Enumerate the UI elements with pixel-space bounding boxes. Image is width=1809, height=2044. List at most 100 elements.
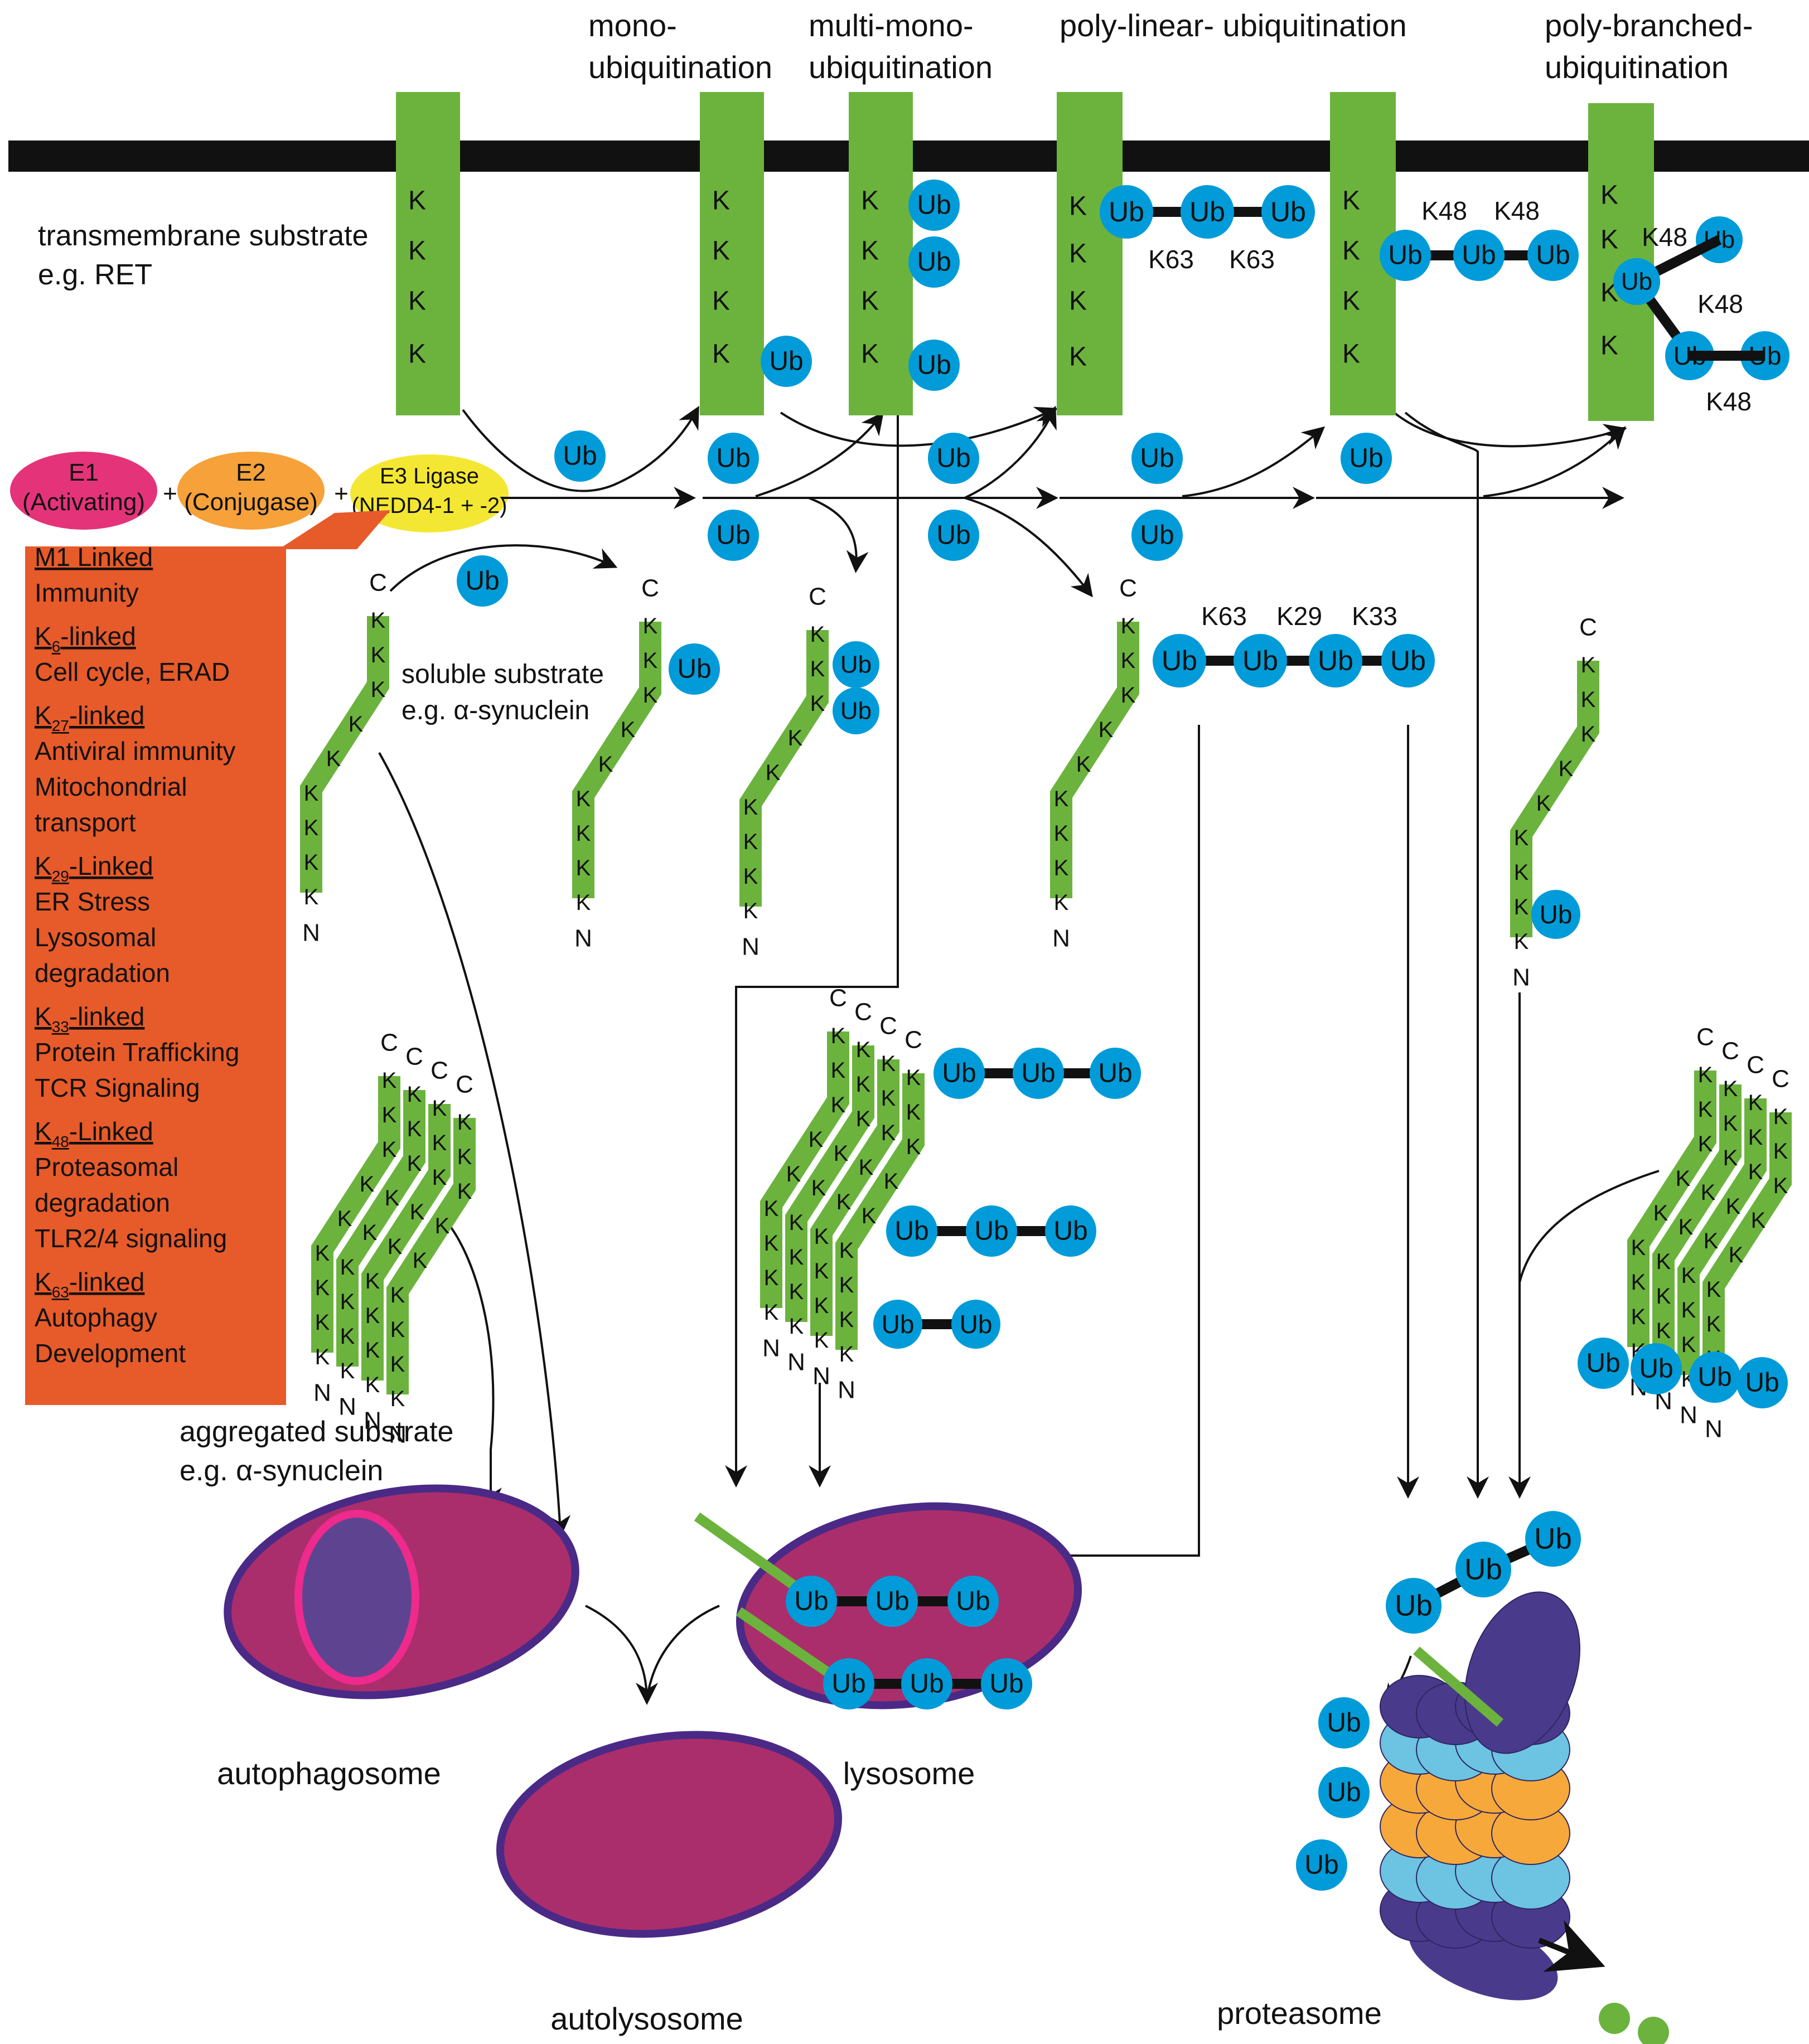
aggregated-substrate [361, 1104, 451, 1381]
lysine-label: K [1681, 1333, 1696, 1357]
e2-label-2: (Conjugase) [184, 488, 318, 516]
lysine-label: K [1656, 1284, 1671, 1309]
arrow-to-mono [462, 405, 699, 492]
soluble-substrate [739, 630, 829, 907]
substrate-strand [785, 1045, 874, 1322]
ubiquitin-icon [908, 340, 960, 391]
ubiquitin-label: Ub [465, 566, 499, 596]
lysine-label: K [382, 1137, 397, 1162]
lysine-label: K [1698, 1132, 1713, 1156]
n-terminus-label: N [302, 919, 320, 947]
ubiquitin-label: Ub [1697, 1363, 1731, 1392]
c-terminus-label: C [380, 1029, 398, 1057]
ubiquitin-label: Ub [1639, 1354, 1673, 1384]
lysine-label: K [432, 1096, 447, 1121]
header-mono-line1: mono- [588, 8, 677, 43]
ubiquitin-icon [833, 687, 879, 734]
lysine-label: K [371, 677, 386, 702]
soluble-substrate [572, 622, 661, 898]
transmembrane-substrate [396, 92, 460, 415]
ubiquitin-icon [833, 641, 879, 688]
c-terminus-label: C [904, 1026, 922, 1054]
legend-line: Proteasomal [35, 1152, 178, 1181]
lysine-label: K [881, 1052, 896, 1076]
arrow-soluble-to-autophagosome [378, 752, 571, 1538]
c-terminus-label: C [879, 1013, 897, 1040]
lysine-label: K [809, 1127, 824, 1152]
e3-label-1: E3 Ligase [380, 464, 479, 488]
ubiquitin-icon [1453, 230, 1505, 281]
lysine-label: K [1653, 1201, 1668, 1226]
legend-line: Antiviral immunity [35, 737, 235, 766]
arrow-autophagosome-to-autolysosome [585, 1605, 658, 1705]
lysine-label: K [764, 1231, 779, 1256]
lysosome-peptide [694, 1512, 806, 1596]
substrate-strand [835, 1073, 925, 1350]
ubiquitin-label: Ub [936, 444, 970, 473]
lysine-label: K [764, 1266, 779, 1290]
lysine-label: K [1723, 1111, 1738, 1136]
n-terminus-label: N [364, 1407, 381, 1435]
lysine-label: K [365, 1338, 380, 1363]
ubiquitin-label: Ub [1270, 196, 1306, 227]
linkage-label: K48 [1642, 222, 1687, 251]
lysine-label: K [435, 1214, 450, 1238]
arrow-to-soluble-multi [808, 497, 869, 573]
lysine-label: K [1706, 1312, 1721, 1336]
header-branched-line1: poly-branched- [1545, 8, 1753, 43]
n-terminus-label: N [389, 1421, 407, 1449]
lysine-label: K [598, 752, 613, 777]
ubiquitin-icon [1234, 634, 1287, 687]
lysine-label: K [789, 1210, 804, 1235]
ubiquitin-label: Ub [1140, 444, 1174, 473]
lysine-label: K [365, 1269, 380, 1294]
ubiquitin-label: Ub [1189, 196, 1225, 227]
c-terminus-label: C [369, 569, 387, 597]
lysine-label: K [881, 1086, 896, 1111]
ubiquitin-icon [1525, 1511, 1581, 1567]
lysine-label: K [1631, 1305, 1646, 1329]
ubiquitin-icon [761, 336, 812, 387]
ubiquitin-label: Ub [956, 1587, 990, 1616]
lysine-label: K [340, 1359, 355, 1383]
plus-2: + [334, 480, 349, 507]
substrate-strand [572, 622, 661, 898]
c-terminus-label: C [405, 1043, 423, 1071]
proteasome-label: proteasome [1217, 1995, 1382, 2031]
linkage-label: K48 [1706, 387, 1752, 416]
ubiquitin-icon [1531, 890, 1580, 939]
ubiquitin-icon [1309, 634, 1362, 687]
lysine-label: K [1748, 1160, 1763, 1184]
lysine-label: K [349, 712, 364, 737]
lysine-label: K [764, 1300, 779, 1325]
aggregated-label-2: e.g. α-synuclein [180, 1455, 383, 1487]
c-terminus-label: C [431, 1057, 448, 1084]
legend-line: Immunity [35, 578, 139, 607]
ubiquitin-icon [1100, 185, 1153, 239]
legend-line: degradation [35, 958, 170, 987]
lysosome-label: lysosome [843, 1756, 975, 1791]
lysine-label: K [643, 648, 658, 673]
arrow-to-linear [780, 406, 1058, 447]
ubiquitin-icon [554, 430, 606, 482]
ubiquitin-icon [823, 1658, 874, 1709]
linkage-label: K48 [1421, 196, 1467, 225]
lysine-label: K [1704, 1229, 1719, 1253]
lysine-label: K [1342, 340, 1360, 369]
n-terminus-label: N [762, 1335, 780, 1362]
lysine-label: K [340, 1324, 355, 1349]
lysine-label: K [304, 885, 319, 909]
lysine-label: K [390, 1318, 405, 1342]
lysine-label: K [1751, 1208, 1766, 1233]
lysine-label: K [712, 340, 730, 369]
n-terminus-label: N [313, 1379, 331, 1407]
lysine-label: K [831, 1024, 846, 1048]
lysine-label: K [814, 1224, 829, 1249]
lysine-label: K [789, 1314, 804, 1339]
arrow-to-soluble-poly [964, 497, 1093, 598]
lysine-label: K [906, 1135, 921, 1159]
lysine-label: K [884, 1169, 899, 1194]
ubiquitin-label: Ub [1349, 444, 1383, 473]
lysine-label: K [712, 287, 730, 316]
